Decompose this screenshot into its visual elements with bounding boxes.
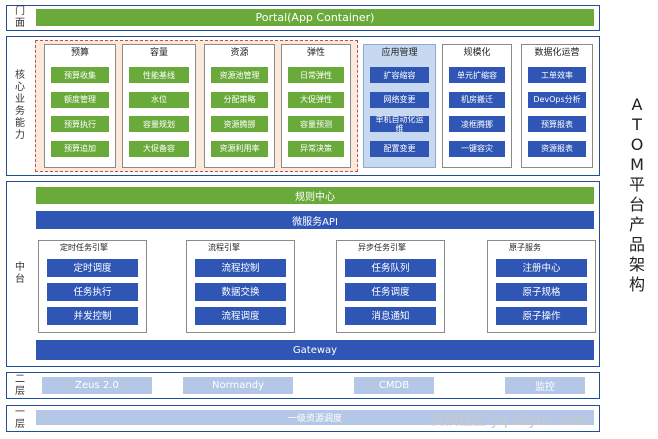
core-0-item: 额度管理 (51, 91, 109, 108)
side-label-char: 力 (15, 130, 25, 141)
engine-title: 定时任务引擎 (60, 243, 108, 252)
layer2-side-label: 二层 (6, 372, 34, 399)
core-2-item: 资源腾挪 (211, 116, 268, 132)
core-1-item: 性能基线 (129, 67, 189, 83)
side-label-char: 层 (15, 385, 25, 397)
engine-item: 消息通知 (345, 307, 436, 325)
app-mgmt-item: 扩容缩容 (370, 67, 429, 83)
core-0-title: 预算 (70, 48, 89, 58)
app-mgmt-item: 网络变更 (370, 91, 429, 108)
core-3-item: 大促弹性 (288, 91, 344, 108)
rule-center-bar: 规则中心 (36, 187, 594, 204)
app-mgmt-item: 单机自动化运维 (370, 115, 429, 133)
core-side-label: 核心业务能力 (6, 36, 34, 176)
right-0-title: 规模化 (463, 48, 491, 58)
title-char: 产 (628, 215, 645, 234)
core-1-item: 大促备容 (129, 140, 189, 157)
engine-title: 流程引擎 (208, 243, 240, 252)
core-3-title: 弹性 (306, 48, 325, 58)
core-3-item: 容量预测 (288, 116, 344, 132)
layer1-side-label: 一层 (6, 405, 34, 432)
engine-title: 异步任务引擎 (358, 243, 406, 252)
engine-item: 任务调度 (345, 283, 436, 301)
layer2-item: CMDB (354, 377, 434, 394)
engine-item: 原子操作 (496, 307, 587, 325)
title-char: T (632, 115, 642, 134)
portal-side-label: 门面 (6, 5, 34, 31)
side-label-char: 二 (15, 373, 25, 385)
title-char: 架 (628, 255, 645, 274)
right-1-item: 预算报表 (528, 116, 586, 132)
layer2-item: Zeus 2.0 (42, 377, 152, 394)
side-label-char: 核 (15, 70, 25, 81)
core-1-item: 水位 (129, 91, 189, 108)
side-label-char: 台 (15, 274, 25, 285)
core-2-item: 资源池管理 (211, 67, 268, 83)
side-label-char: 门 (15, 6, 25, 17)
engine-item: 任务队列 (345, 259, 436, 277)
portal-bar: Portal(App Container) (36, 9, 594, 26)
core-2-item: 分配策略 (211, 91, 268, 108)
engine-item: 任务执行 (47, 283, 138, 301)
side-label-char: 面 (15, 18, 25, 29)
core-1-title: 容量 (149, 48, 168, 58)
layer2-item: Normandy (183, 377, 293, 394)
title-char: 构 (628, 275, 645, 294)
side-label-char: 业 (15, 94, 25, 105)
title-char: O (630, 135, 644, 154)
title-char: 平 (628, 175, 645, 194)
side-label-char: 务 (15, 106, 25, 117)
right-1-item: 工单效率 (528, 67, 586, 83)
layer1-bar: 一级资源调度 (36, 410, 594, 425)
engine-item: 原子规格 (496, 283, 587, 301)
right-1-item: DevOps分析 (528, 91, 586, 108)
engine-item: 数据交换 (195, 283, 286, 301)
side-label-char: 能 (15, 118, 25, 129)
side-label-char: 中 (15, 262, 25, 273)
core-0-item: 预算追加 (51, 140, 109, 157)
core-3-item: 日常弹性 (288, 67, 344, 83)
title-char: 台 (628, 195, 645, 214)
title-char: A (631, 95, 643, 114)
title-char: 品 (628, 235, 645, 254)
right-1-item: 资源报表 (528, 140, 586, 157)
middle-side-label: 中台 (6, 181, 34, 367)
side-label-char: 一 (15, 406, 25, 418)
core-2-title: 资源 (230, 48, 249, 58)
engine-title: 原子服务 (509, 243, 541, 252)
core-3-item: 异常决策 (288, 140, 344, 157)
core-1-item: 容量规划 (129, 116, 189, 132)
engine-item: 定时调度 (47, 259, 138, 277)
right-0-item: 凌框腾挪 (449, 116, 505, 132)
right-0-item: 机房搬迁 (449, 91, 505, 108)
right-1-title: 数据化运营 (534, 48, 580, 58)
engine-item: 流程控制 (195, 259, 286, 277)
layer2-item: 监控 (505, 377, 585, 394)
core-2-item: 资源利用率 (211, 140, 268, 157)
app-mgmt-item: 配置变更 (370, 140, 429, 157)
right-0-item: 单元扩缩容 (449, 67, 505, 83)
side-label-char: 层 (15, 418, 25, 430)
engine-item: 注册中心 (496, 259, 587, 277)
engine-item: 并发控制 (47, 307, 138, 325)
core-0-item: 预算收集 (51, 67, 109, 83)
core-0-item: 预算执行 (51, 116, 109, 132)
side-label-char: 心 (15, 82, 25, 93)
watermark: 云栖社区 yq.aliyun.com (430, 413, 589, 429)
microservice-api-bar: 微服务API (36, 211, 594, 229)
right-0-item: 一键容灾 (449, 140, 505, 157)
gateway-bar: Gateway (36, 340, 594, 360)
title-char: M (630, 155, 644, 174)
app-mgmt-title: 应用管理 (381, 48, 418, 58)
engine-item: 流程调度 (195, 307, 286, 325)
